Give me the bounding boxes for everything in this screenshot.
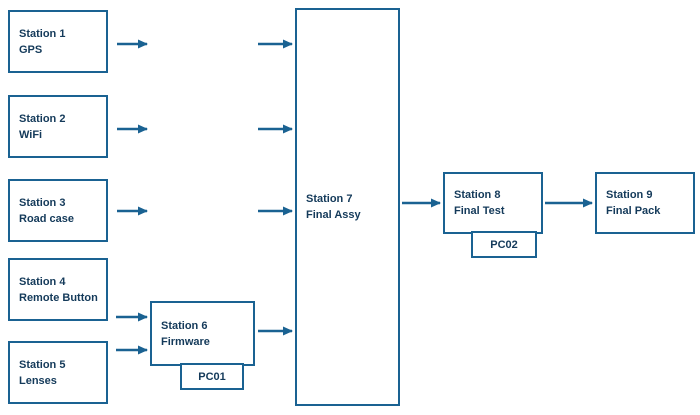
station-2-label: Station 2 WiFi: [10, 111, 69, 143]
station-2-box: Station 2 WiFi: [8, 95, 108, 158]
station-3-subtitle: Road case: [19, 212, 75, 225]
pc01-box: PC01: [180, 363, 244, 390]
station-2-title: Station 2: [19, 112, 66, 125]
station-7-title: Station 7: [306, 193, 353, 205]
station-1-box: Station 1 GPS: [8, 10, 108, 73]
station-2-subtitle: WiFi: [19, 128, 43, 141]
station-4-subtitle: Remote Button: [19, 291, 98, 304]
station-7-box: Station 7 Final Assy: [295, 8, 400, 406]
station-3-label: Station 3 Road case: [10, 195, 78, 227]
station-1-title: Station 1: [19, 27, 66, 40]
station-5-subtitle: Lenses: [19, 374, 57, 387]
station-8-label: Station 8 Final Test: [445, 187, 509, 219]
station-7-label: Station 7 Final Assy: [297, 191, 365, 223]
station-9-subtitle: Final Pack: [606, 205, 661, 217]
pc02-box: PC02: [471, 231, 537, 258]
station-7-subtitle: Final Assy: [306, 209, 361, 221]
pc01-label: PC01: [198, 370, 226, 383]
station-5-box: Station 5 Lenses: [8, 341, 108, 404]
station-5-label: Station 5 Lenses: [10, 357, 69, 389]
station-5-title: Station 5: [19, 358, 66, 371]
station-4-title: Station 4: [19, 275, 66, 288]
station-3-box: Station 3 Road case: [8, 179, 108, 242]
station-1-subtitle: GPS: [19, 43, 43, 56]
pc02-label: PC02: [490, 238, 518, 251]
station-6-subtitle: Firmware: [161, 335, 210, 348]
station-9-box: Station 9 Final Pack: [595, 172, 695, 234]
station-6-label: Station 6 Firmware: [152, 318, 214, 350]
station-9-label: Station 9 Final Pack: [597, 187, 664, 219]
station-1-label: Station 1 GPS: [10, 26, 69, 58]
station-8-box: Station 8 Final Test: [443, 172, 543, 234]
station-9-title: Station 9: [606, 189, 653, 201]
station-3-title: Station 3: [19, 196, 66, 209]
station-6-title: Station 6: [161, 319, 208, 332]
station-8-subtitle: Final Test: [454, 205, 505, 217]
station-4-label: Station 4 Remote Button: [10, 274, 102, 306]
station-6-box: Station 6 Firmware: [150, 301, 255, 366]
station-4-box: Station 4 Remote Button: [8, 258, 108, 321]
station-8-title: Station 8: [454, 189, 501, 201]
